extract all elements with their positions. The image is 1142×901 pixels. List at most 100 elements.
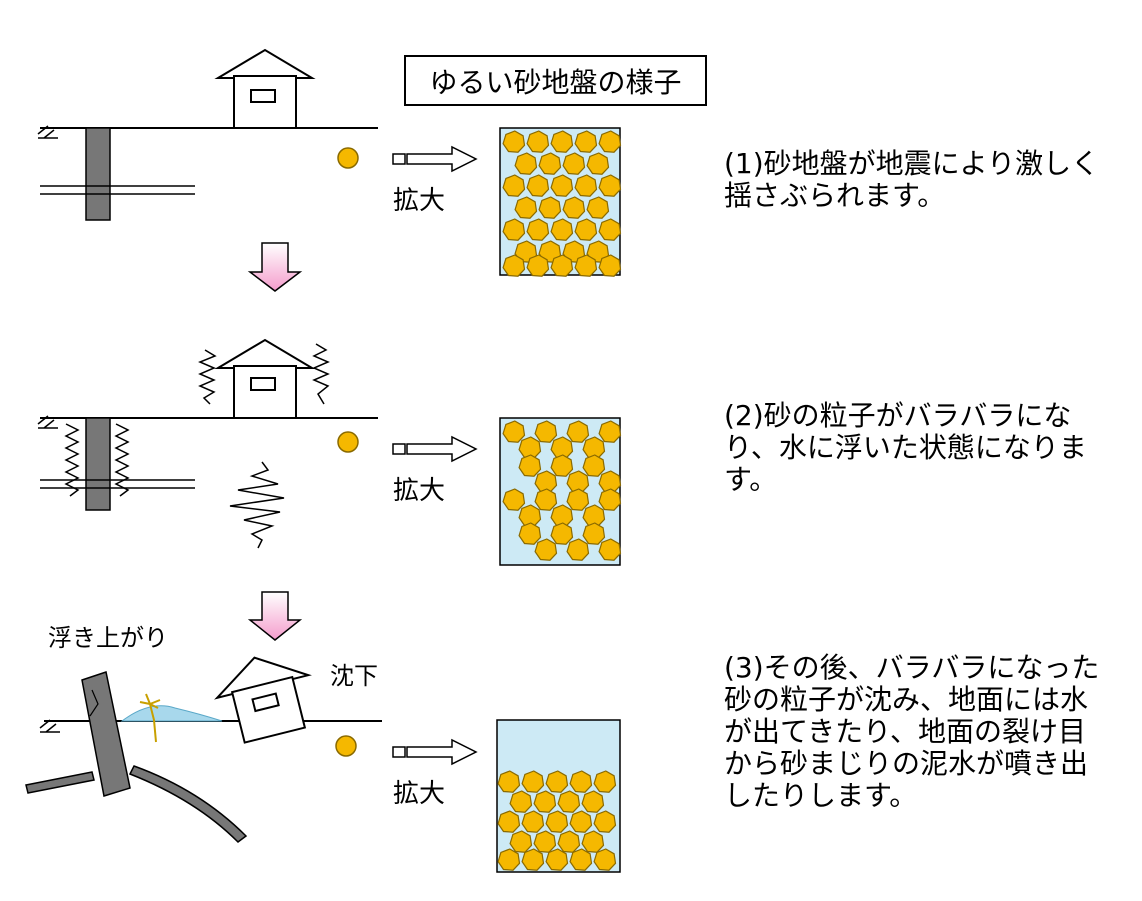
sand-grain	[502, 130, 526, 153]
sand-grain	[550, 254, 574, 277]
grains-dense	[502, 130, 622, 277]
step-1-description: (1)砂地盤が地震により激しく 揺さぶられます。	[724, 147, 1100, 212]
sand-grain	[534, 538, 558, 561]
sand-boil-pool	[120, 705, 223, 722]
sand-grain	[521, 770, 545, 793]
sand-grain	[509, 830, 533, 853]
sand-grain	[566, 488, 590, 511]
stage-2-scene	[37, 338, 622, 566]
sand-grain	[534, 488, 558, 511]
sand-grain	[566, 538, 590, 561]
magnify-label-1: 拡大	[393, 186, 446, 216]
sand-grain	[562, 152, 586, 175]
sand-grain	[497, 848, 521, 871]
sand-grain	[581, 790, 605, 813]
sand-grain	[533, 790, 557, 813]
sand-grain	[574, 130, 598, 153]
stage-1-scene	[37, 48, 622, 277]
sand-grain	[502, 488, 526, 511]
sand-grain	[521, 848, 545, 871]
sand-grain	[598, 130, 622, 153]
sand-grain	[545, 848, 569, 871]
magnify-label-2: 拡大	[393, 476, 446, 506]
step-3-description: (3)その後、バラバラになった 砂の粒子が沈み、地面には水 が出てきたり、地面の…	[724, 651, 1100, 812]
sand-grain	[538, 196, 562, 219]
grass-mark	[37, 125, 58, 139]
sand-grain	[550, 174, 574, 197]
magnify-label-3: 拡大	[393, 779, 446, 809]
pipe	[40, 185, 195, 195]
sand-grain	[518, 454, 542, 477]
sand-boil-sprout	[139, 693, 161, 743]
sand-grain	[574, 254, 598, 277]
sand-grain	[557, 830, 581, 853]
sand-grain	[550, 454, 574, 477]
pile	[85, 417, 111, 511]
sand-grain	[574, 174, 598, 197]
sand-grain-icon	[337, 431, 359, 453]
diagram-title: ゆるい砂地盤の様子	[404, 55, 707, 106]
step-2-description: (2)砂の粒子がバラバラにな り、水に浮いた状態になりま す。	[724, 399, 1087, 496]
sand-grain	[514, 196, 538, 219]
sand-grain	[518, 522, 542, 545]
sand-grain	[586, 196, 610, 219]
grass-mark	[39, 719, 60, 733]
house	[214, 48, 316, 129]
sand-grain	[509, 790, 533, 813]
sand-grain	[598, 420, 622, 443]
sand-grain	[545, 770, 569, 793]
grass-mark	[37, 415, 58, 429]
sand-grain	[550, 522, 574, 545]
pipe	[40, 479, 195, 489]
sand-grain	[514, 152, 538, 175]
sand-grain	[557, 790, 581, 813]
sand-grain	[598, 254, 622, 277]
sand-grain	[582, 522, 606, 545]
sand-grain	[598, 174, 622, 197]
sand-grain	[569, 770, 593, 793]
sand-grain	[569, 810, 593, 833]
floating-label: 浮き上がり	[48, 624, 168, 652]
tilted-house	[214, 656, 312, 744]
sand-grain	[598, 218, 622, 241]
sand-grain	[545, 810, 569, 833]
sand-grain	[569, 848, 593, 871]
pile	[85, 127, 111, 221]
house	[214, 338, 316, 419]
down-arrow-2	[247, 591, 303, 641]
sand-grain	[497, 810, 521, 833]
sand-grain	[550, 218, 574, 241]
sand-grain	[533, 830, 557, 853]
sand-grain	[598, 488, 622, 511]
sand-grain	[526, 218, 550, 241]
subsidence-label: 沈下	[330, 662, 378, 690]
floating-pile	[81, 671, 131, 797]
stage-3-scene	[25, 656, 621, 873]
sand-grain	[593, 810, 617, 833]
grains-settled	[497, 770, 617, 871]
sand-grain	[593, 848, 617, 871]
sand-grain	[586, 152, 610, 175]
sand-grain	[502, 218, 526, 241]
sand-grain	[497, 770, 521, 793]
sand-grain	[502, 254, 526, 277]
sand-grain	[562, 196, 586, 219]
shaking-lines	[64, 343, 330, 549]
sand-grain	[593, 770, 617, 793]
sand-grain	[566, 420, 590, 443]
down-arrow-1	[247, 242, 303, 292]
sand-grain	[574, 218, 598, 241]
sand-grain	[526, 130, 550, 153]
sand-grain	[538, 152, 562, 175]
grains-floating	[502, 420, 622, 561]
sand-grain	[502, 420, 526, 443]
sand-grain	[598, 538, 622, 561]
sand-grain	[534, 420, 558, 443]
sand-grain	[521, 810, 545, 833]
sand-grain	[526, 174, 550, 197]
sand-grain	[550, 130, 574, 153]
magnify-arrow	[392, 145, 478, 173]
sand-grain-icon	[335, 735, 357, 757]
